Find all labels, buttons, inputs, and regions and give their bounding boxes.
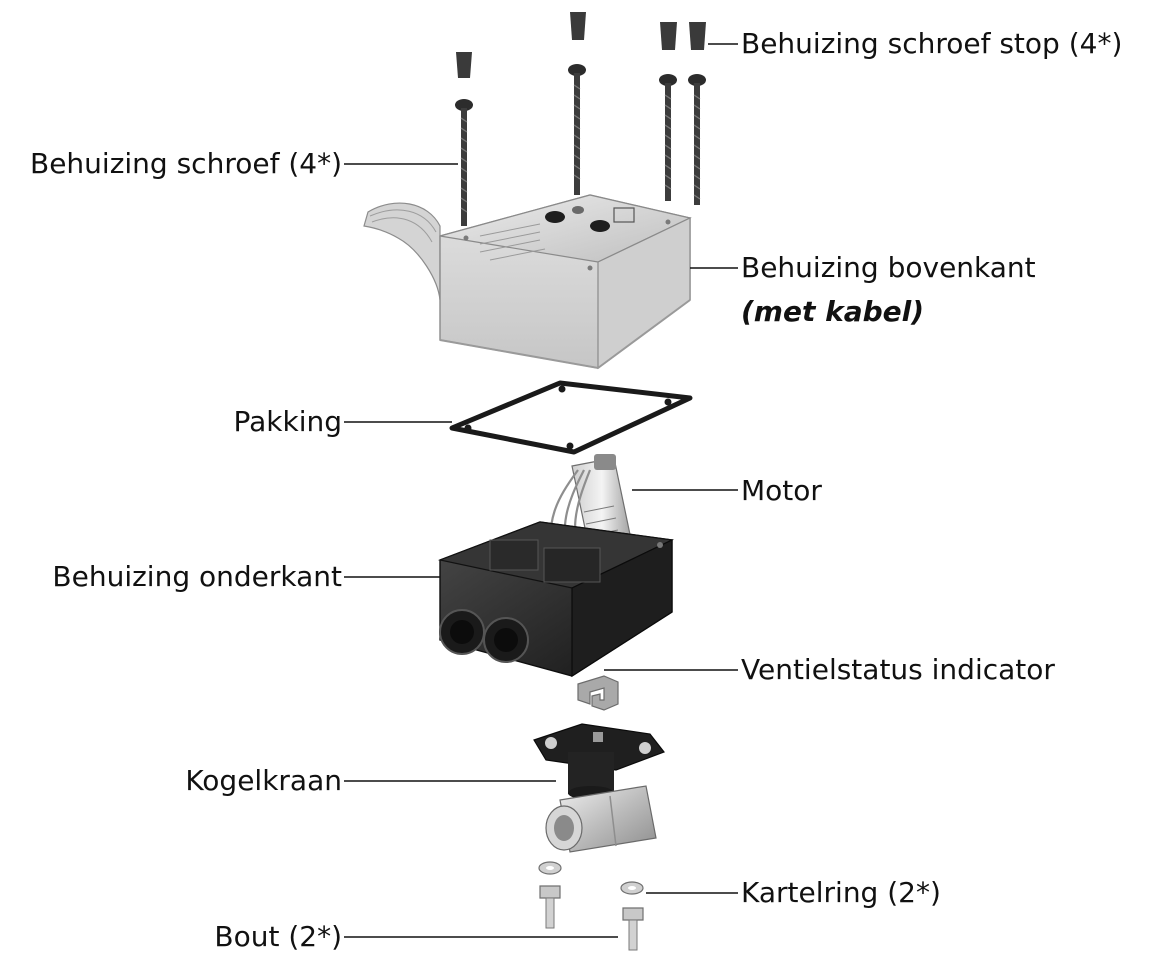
screw [659,74,677,201]
screw [688,74,706,205]
leader-lines [344,43,738,938]
ball-valve [533,723,665,853]
label-kartelring: Kartelring (2*) [741,876,941,909]
label-bout: Bout (2*) [214,920,342,953]
screw-cap [689,22,706,50]
washers [538,861,644,895]
label-pakking: Pakking [233,405,342,438]
screw [455,99,473,226]
gasket [449,380,693,455]
screw-cap [456,52,472,78]
screw [568,64,586,195]
label-onderkant: Behuizing onderkant [52,560,342,593]
housing-screws [455,64,706,226]
ribbon-cable [363,202,441,301]
screw-cap [660,22,677,50]
label-ventielstatus: Ventielstatus indicator [741,653,1055,686]
bolts [539,885,644,951]
screw-caps [456,12,706,78]
label-schroef-stop: Behuizing schroef stop (4*) [741,27,1123,60]
valve-status-indicator [577,675,619,711]
label-motor: Motor [741,474,822,507]
label-bovenkant-sub: (met kabel) [741,295,925,328]
screw-cap [570,12,586,40]
top-housing [439,194,692,370]
bottom-housing [437,521,675,678]
label-bovenkant: Behuizing bovenkant [741,251,1036,284]
label-schroef: Behuizing schroef (4*) [29,147,342,180]
label-kogelkraan: Kogelkraan [185,764,342,797]
